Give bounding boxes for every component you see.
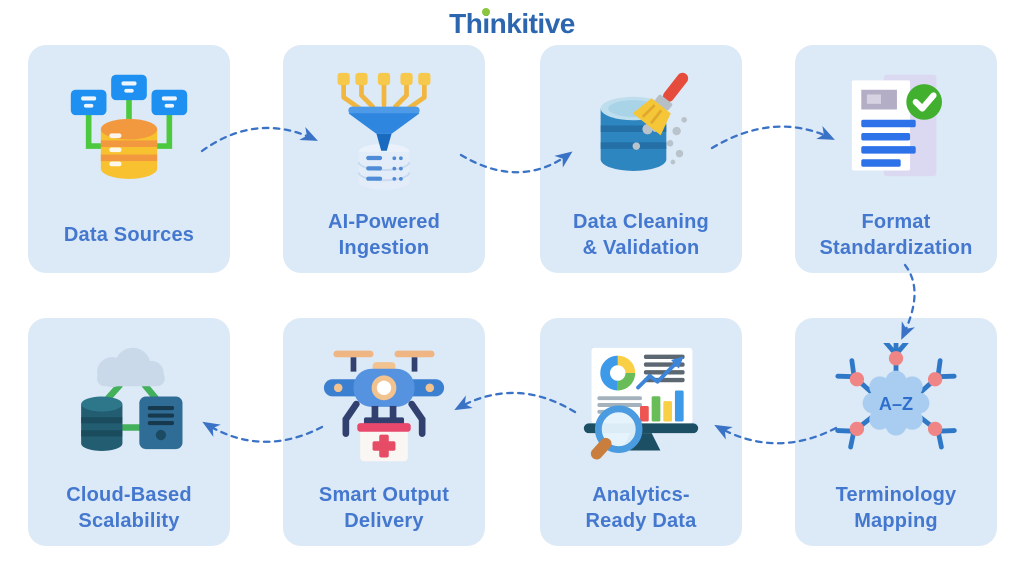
az-badge-text: A–Z	[879, 394, 913, 414]
card-label-analytics-ready-data: Analytics- Ready Data	[585, 484, 697, 532]
logo-green-dot-i: i	[482, 8, 490, 39]
database-network-icon	[70, 74, 188, 179]
card-cloud-based-scalability: Cloud-Based Scalability	[28, 318, 230, 546]
card-data-sources: Data Sources	[28, 45, 230, 273]
card-format-standardization: Format Standardization	[795, 45, 997, 273]
card-label-data-cleaning-validation: Data Cleaning & Validation	[573, 211, 709, 259]
analytics-dashboard-icon	[583, 347, 699, 460]
card-data-cleaning-validation: Data Cleaning & Validation	[540, 45, 742, 273]
delivery-drone-icon	[323, 350, 445, 462]
logo-text-part2: nkitive	[489, 8, 576, 39]
thinkitive-logo: Thinkitive	[0, 8, 1024, 40]
card-label-smart-output-delivery: Smart Output Delivery	[318, 484, 450, 532]
card-smart-output-delivery: Smart Output Delivery	[283, 318, 485, 546]
card-label-format-standardization: Format Standardization	[819, 211, 973, 259]
card-ai-powered-ingestion: AI-Powered Ingestion	[283, 45, 485, 273]
funnel-circuit-icon	[337, 72, 431, 190]
card-label-terminology-mapping: Terminology Mapping	[835, 484, 957, 532]
card-terminology-mapping: A–Z Terminology Mapping	[795, 318, 997, 546]
cloud-servers-icon	[81, 347, 183, 451]
logo-text-part1: Th	[449, 8, 483, 39]
database-broom-icon	[600, 72, 689, 171]
card-label-cloud-based-scalability: Cloud-Based Scalability	[66, 484, 192, 532]
document-checkmark-icon	[851, 74, 942, 177]
card-label-ai-powered-ingestion: AI-Powered Ingestion	[327, 211, 441, 259]
card-analytics-ready-data: Analytics- Ready Data	[540, 318, 742, 546]
card-label-data-sources: Data Sources	[63, 224, 195, 246]
az-mapping-icon: A–Z	[835, 343, 957, 450]
